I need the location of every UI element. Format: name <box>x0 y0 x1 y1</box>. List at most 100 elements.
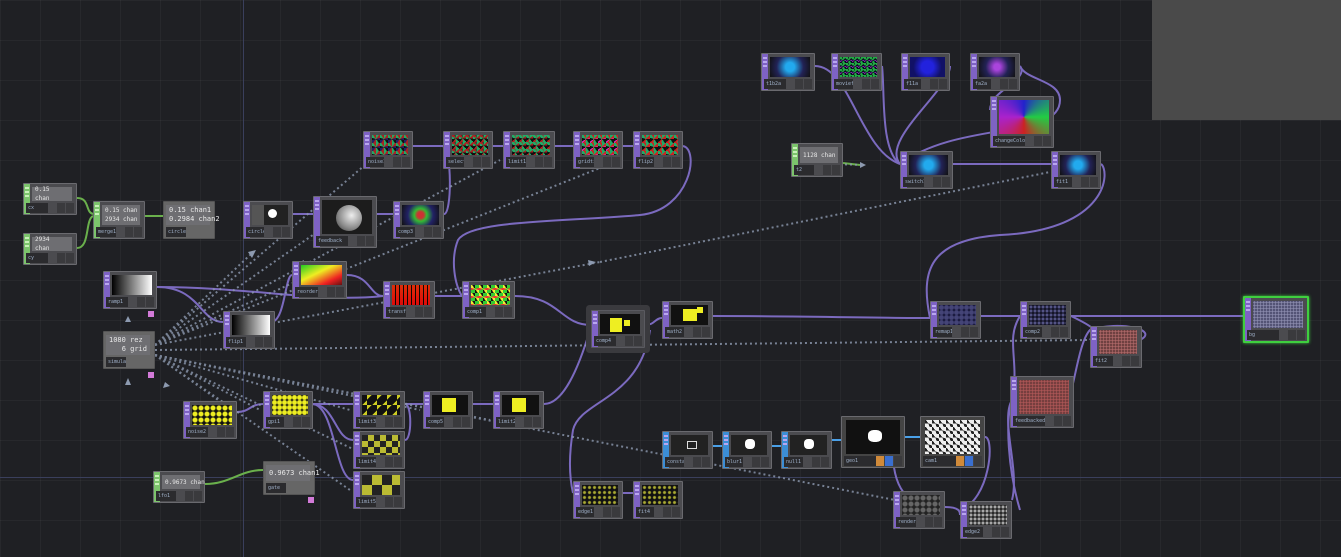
node-flags[interactable] <box>185 491 202 501</box>
node-flags[interactable] <box>812 457 829 467</box>
chop-node-lfo1[interactable]: 0.9673 chan lfo1 <box>153 471 205 503</box>
top-node-ramp1[interactable]: ramp1 <box>103 271 157 309</box>
top-node-limit4[interactable]: limit4 <box>353 431 405 469</box>
input-connector[interactable] <box>184 402 190 438</box>
node-flags[interactable] <box>393 157 410 167</box>
input-connector[interactable] <box>902 54 908 90</box>
top-node-feedback[interactable]: feedback <box>313 196 377 248</box>
top-node-comp2[interactable]: comp2 <box>1020 301 1071 339</box>
node-flags[interactable] <box>992 527 1009 537</box>
chop-node-t2[interactable]: 1128 chan t2 <box>791 143 843 177</box>
top-node-math2[interactable]: math2 <box>662 301 713 339</box>
input-connector[interactable] <box>592 311 598 347</box>
node-flags[interactable] <box>217 427 234 437</box>
node-flags[interactable] <box>663 157 680 167</box>
input-connector[interactable] <box>901 152 907 188</box>
input-connector[interactable] <box>971 54 977 90</box>
input-connector[interactable] <box>494 392 500 428</box>
input-connector[interactable] <box>504 132 510 168</box>
input-connector[interactable] <box>24 234 30 264</box>
node-flags[interactable] <box>385 457 402 467</box>
input-connector[interactable] <box>424 392 430 428</box>
node-flags[interactable] <box>453 417 470 427</box>
input-connector[interactable] <box>1052 152 1058 188</box>
node-flags[interactable] <box>415 307 432 317</box>
input-connector[interactable] <box>1091 327 1097 367</box>
node-flags[interactable] <box>495 307 512 317</box>
node-flags[interactable] <box>925 517 942 527</box>
top-node-limit1[interactable]: limit1 <box>503 131 555 169</box>
node-flags[interactable] <box>876 456 902 466</box>
node-flags[interactable] <box>385 417 402 427</box>
input-connector[interactable] <box>1245 298 1251 341</box>
input-connector[interactable] <box>94 202 100 238</box>
input-connector[interactable] <box>792 144 798 176</box>
top-node-comp5[interactable]: comp5 <box>423 391 473 429</box>
node-flags[interactable] <box>357 236 374 246</box>
node-flags[interactable] <box>961 327 978 337</box>
input-connector[interactable] <box>931 302 937 338</box>
top-node-comp3[interactable]: comp3 <box>393 201 444 239</box>
input-connector[interactable] <box>384 282 390 318</box>
node-flags[interactable] <box>603 507 620 517</box>
node-flags[interactable] <box>693 327 710 337</box>
input-connector[interactable] <box>444 132 450 168</box>
node-flags[interactable] <box>823 165 840 175</box>
top-node-limit5[interactable]: limit5 <box>353 471 405 509</box>
node-flags[interactable] <box>1034 136 1051 146</box>
input-connector[interactable] <box>314 197 320 247</box>
input-connector[interactable] <box>961 502 967 538</box>
node-flags[interactable] <box>535 157 552 167</box>
node-flags[interactable] <box>795 79 812 89</box>
top-node-comp1[interactable]: comp1 <box>462 281 515 319</box>
node-flags[interactable] <box>603 157 620 167</box>
node-flags[interactable] <box>956 456 982 466</box>
node-flags[interactable] <box>327 287 344 297</box>
top-node-f11a[interactable]: f11a <box>901 53 950 91</box>
node-flags[interactable] <box>137 297 154 307</box>
top-node-limit2[interactable]: limit2 <box>493 391 544 429</box>
input-connector[interactable] <box>354 432 360 468</box>
node-flags[interactable] <box>255 337 272 347</box>
input-connector[interactable] <box>663 302 669 338</box>
top-node-noise1[interactable]: noise1 <box>363 131 413 169</box>
input-connector[interactable] <box>224 312 230 348</box>
input-connector[interactable] <box>832 54 838 90</box>
sop-node-blur1[interactable]: blur1 <box>722 431 772 469</box>
input-connector[interactable] <box>394 202 400 238</box>
node-flags[interactable] <box>1288 330 1305 340</box>
top-node-comp4[interactable]: comp4 <box>591 310 645 348</box>
node-viewer-toggle[interactable] <box>148 372 154 378</box>
top-node-transform3[interactable]: transform3 <box>383 281 435 319</box>
chop-node-gate[interactable]: 0.9673 chan1 gate <box>263 461 320 495</box>
input-connector[interactable] <box>364 132 370 168</box>
top-node-gridtile[interactable]: gridtile <box>573 131 623 169</box>
node-flags[interactable] <box>1122 356 1139 366</box>
node-flags[interactable] <box>385 497 402 507</box>
top-node-moviefilein1[interactable]: moviefilein1 <box>831 53 882 91</box>
node-flags[interactable] <box>930 79 947 89</box>
input-connector[interactable] <box>354 472 360 508</box>
input-connector[interactable] <box>1011 377 1017 427</box>
top-node-switch1[interactable]: switch1 <box>900 151 953 189</box>
node-viewer-toggle[interactable] <box>148 311 154 317</box>
input-connector[interactable] <box>574 132 580 168</box>
top-node-out[interactable]: bg <box>1243 296 1309 343</box>
top-node-t1b2a[interactable]: t1b2a <box>761 53 815 91</box>
input-connector[interactable] <box>24 184 30 214</box>
top-node-fit4[interactable]: fit4 <box>633 481 683 519</box>
top-node-edge1[interactable]: edge1 <box>573 481 623 519</box>
node-flags[interactable] <box>1081 177 1098 187</box>
top-node-flip1[interactable]: flip1 <box>223 311 275 349</box>
input-connector[interactable] <box>154 472 160 502</box>
top-node-gpi1[interactable]: gpi1 <box>263 391 313 429</box>
input-connector[interactable] <box>104 272 110 308</box>
input-connector[interactable] <box>463 282 469 318</box>
input-connector[interactable] <box>894 492 900 528</box>
node-flags[interactable] <box>524 417 541 427</box>
comp-node-geo1[interactable]: geo1 <box>841 416 905 468</box>
sop-node-null1[interactable]: null1 <box>781 431 832 469</box>
input-connector[interactable] <box>782 432 788 468</box>
